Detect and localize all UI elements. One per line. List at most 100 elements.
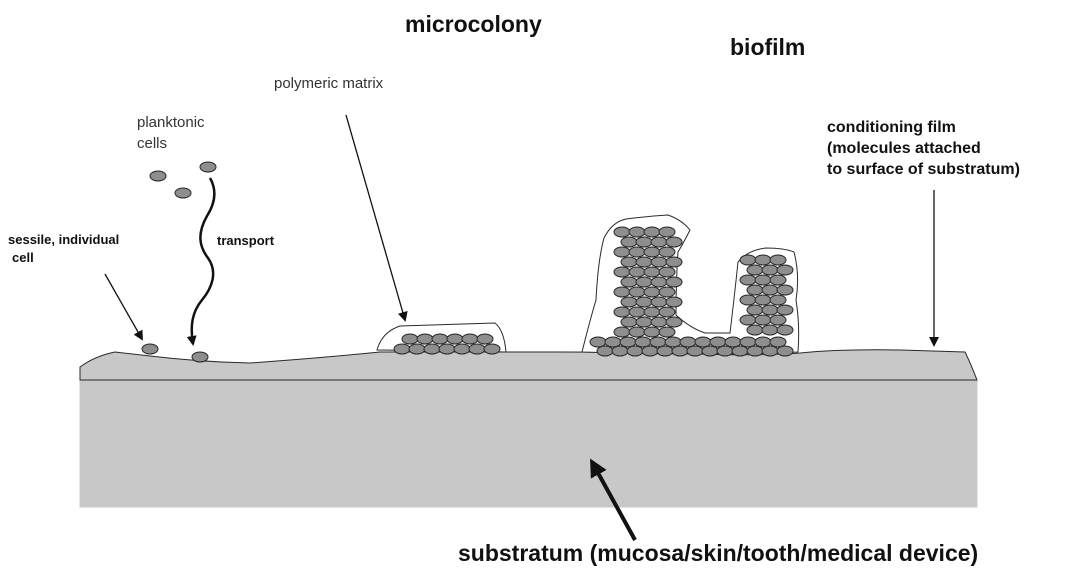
bacterial-cell xyxy=(755,255,771,265)
bacterial-cell xyxy=(621,237,637,247)
bacterial-cell xyxy=(659,327,675,337)
bacterial-cell xyxy=(710,337,726,347)
bacterial-cell xyxy=(755,315,771,325)
bacterial-cell xyxy=(770,255,786,265)
bacterial-cell xyxy=(636,257,652,267)
bacterial-cell xyxy=(777,285,793,295)
polymeric-matrix-label: polymeric matrix xyxy=(274,75,384,92)
bacterial-cell xyxy=(755,295,771,305)
bacterial-cell xyxy=(636,297,652,307)
sessile-cell-label-line1: sessile, individual xyxy=(8,232,119,247)
bacterial-cell xyxy=(650,337,666,347)
bacterial-cell xyxy=(740,295,756,305)
bacterial-cell xyxy=(755,275,771,285)
planktonic-cell xyxy=(175,188,191,198)
bacterial-cell xyxy=(770,295,786,305)
conditioning-film-layer xyxy=(80,350,977,380)
bacterial-cell xyxy=(740,315,756,325)
bacterial-cell xyxy=(597,346,613,356)
bacterial-cell xyxy=(747,346,763,356)
bacterial-cell xyxy=(469,344,485,354)
bacterial-cell xyxy=(635,337,651,347)
bacterial-cell xyxy=(666,297,682,307)
bacterial-cell xyxy=(614,267,630,277)
bacterial-cell xyxy=(651,257,667,267)
bacterial-cell xyxy=(651,277,667,287)
bacterial-cell xyxy=(777,305,793,315)
bacterial-cell xyxy=(605,337,621,347)
transport-label: transport xyxy=(217,233,275,248)
bacterial-cell xyxy=(666,317,682,327)
bacterial-cell xyxy=(672,346,688,356)
conditioning-film-label-line1: conditioning film xyxy=(827,119,956,136)
planktonic-label-line1: planktonic xyxy=(137,114,205,131)
bacterial-cell xyxy=(770,337,786,347)
substratum-label: substratum (mucosa/skin/tooth/medical de… xyxy=(458,540,978,566)
bacterial-cell xyxy=(651,297,667,307)
sessile-cell-label-line2: cell xyxy=(12,250,34,265)
bacterial-cell xyxy=(484,344,500,354)
bacterial-cell xyxy=(651,317,667,327)
bacterial-cell xyxy=(659,307,675,317)
bacterial-cell xyxy=(644,247,660,257)
bacterial-cell xyxy=(740,255,756,265)
bacterial-cell xyxy=(702,346,718,356)
bacterial-cell xyxy=(644,227,660,237)
bacterial-cell xyxy=(644,327,660,337)
bacterial-cell xyxy=(644,287,660,297)
bacterial-cell xyxy=(747,265,763,275)
conditioning-film-label-line2: (molecules attached xyxy=(827,140,981,157)
bacterial-cell xyxy=(762,346,778,356)
bacterial-cell xyxy=(629,227,645,237)
bacterial-cell xyxy=(447,334,463,344)
bacterial-cell xyxy=(695,337,711,347)
bacterial-cell xyxy=(644,267,660,277)
bacterial-cell xyxy=(644,307,660,317)
microcolony-label: microcolony xyxy=(405,11,542,37)
polymeric-matrix-pointer-arrow xyxy=(346,115,405,320)
planktonic-cell xyxy=(150,171,166,181)
sessile-pointer-arrow xyxy=(105,274,142,339)
bacterial-cell xyxy=(657,346,673,356)
sessile-cell xyxy=(142,344,158,354)
bacterial-cell xyxy=(621,317,637,327)
bacterial-cell xyxy=(762,305,778,315)
bacterial-cell xyxy=(629,327,645,337)
bacterial-cell xyxy=(777,265,793,275)
bacterial-cell xyxy=(477,334,493,344)
conditioning-film-label-line3: to surface of substratum) xyxy=(827,161,1020,178)
bacterial-cell xyxy=(740,275,756,285)
bacterial-cell xyxy=(732,346,748,356)
bacterial-cell xyxy=(659,287,675,297)
planktonic-cell xyxy=(200,162,216,172)
bacterial-cell xyxy=(665,337,681,347)
bacterial-cell xyxy=(614,287,630,297)
bacterial-cell xyxy=(590,337,606,347)
bacterial-cell xyxy=(659,267,675,277)
bacterial-cell xyxy=(762,265,778,275)
bacterial-cell xyxy=(725,337,741,347)
bacterial-cell xyxy=(762,285,778,295)
bacterial-cell xyxy=(747,305,763,315)
bacterial-cell xyxy=(614,227,630,237)
bacterial-cell xyxy=(747,325,763,335)
bacterial-cell xyxy=(629,287,645,297)
bacterial-cell xyxy=(770,315,786,325)
substratum-block xyxy=(80,380,977,507)
bacterial-cell xyxy=(747,285,763,295)
bacterial-cell xyxy=(620,337,636,347)
bacterial-cell xyxy=(680,337,696,347)
bacterial-cell xyxy=(629,247,645,257)
bacterial-cell xyxy=(629,267,645,277)
bacterial-cell xyxy=(636,317,652,327)
bacterial-cell xyxy=(642,346,658,356)
bacterial-cell xyxy=(636,237,652,247)
bacterial-cell xyxy=(762,325,778,335)
bacterial-cell xyxy=(777,346,793,356)
bacterial-cell xyxy=(666,237,682,247)
bacterial-cell xyxy=(666,257,682,267)
bacterial-cell xyxy=(770,275,786,285)
bacterial-cell xyxy=(439,344,455,354)
bacterial-cell xyxy=(402,334,418,344)
